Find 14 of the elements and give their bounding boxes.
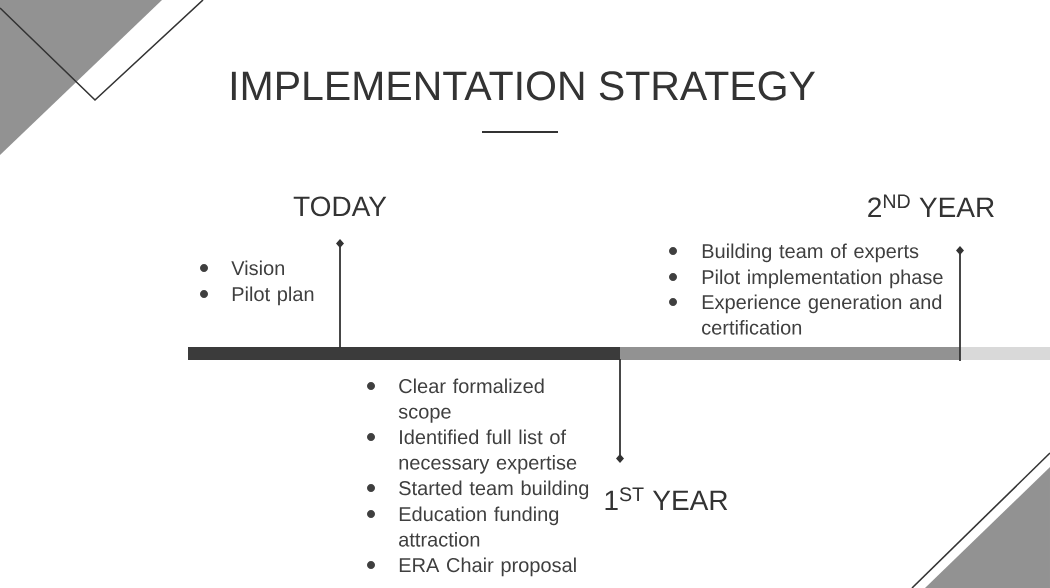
bullet-text: Building team of experts [702,243,919,263]
bullet-text: Education funding attraction [399,506,559,547]
bullet-text: Experience generation and certification [702,294,942,335]
bullet-text: Started team building [399,480,589,500]
bullet-text: ERA Chair proposal [399,557,576,577]
milestone-heading: 2$^{ND}$ YEAR [868,194,994,217]
bullet-text: Clear formalized scope [398,378,544,423]
milestone-heading: TODAY [293,196,387,217]
bullet-text: Pilot implementation phase [702,269,943,289]
title: IMPLEMENTATION STRATEGY [231,71,815,101]
bullet-text: Pilot plan [232,286,314,306]
milestone-heading: 1$^{ST}$ YEAR [605,487,728,510]
bullet-text: Identified full list of necessary expertise [399,429,577,474]
bullet-text: Vision [231,260,284,276]
